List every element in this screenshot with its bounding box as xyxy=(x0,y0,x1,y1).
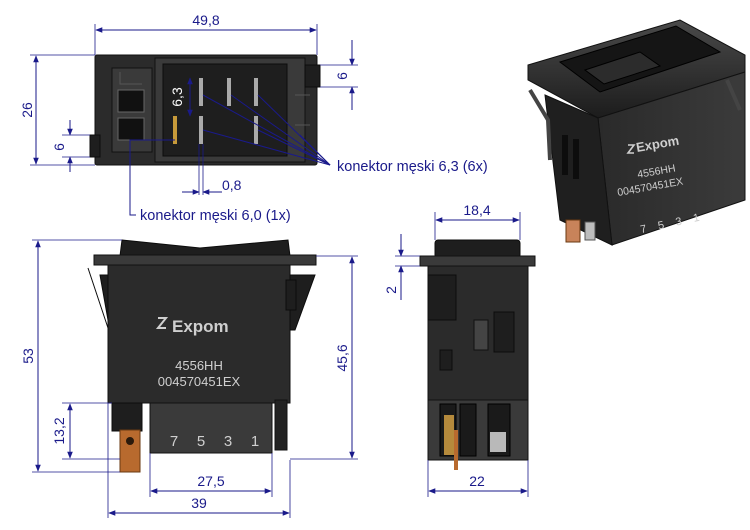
leader-small xyxy=(129,139,175,216)
photo-clip xyxy=(528,88,552,161)
photo-rocker-slot xyxy=(583,51,662,85)
label-connector-large: konektor męski 6,3 (6x) xyxy=(337,159,488,175)
photo-terminal-silver xyxy=(584,221,596,241)
front-rocker xyxy=(119,239,291,257)
front-small-block xyxy=(111,402,143,432)
side-view: 18,4 2 22 xyxy=(383,202,536,497)
side-window xyxy=(493,311,515,353)
top-view-slot-1 xyxy=(117,89,145,113)
front-terminal-copper xyxy=(119,429,141,473)
photo-terminal-num: 1 xyxy=(692,212,700,225)
pin xyxy=(227,78,231,106)
dim-front-body: 45,6 xyxy=(334,344,350,371)
product-photo: Expom 4556HH 004570451EX 7 5 3 1 xyxy=(527,19,746,246)
side-terminal-silver xyxy=(490,432,506,452)
dim-side-width: 18,4 xyxy=(463,202,490,218)
pin xyxy=(254,116,258,144)
pin-small xyxy=(173,116,177,144)
top-view-right-tab xyxy=(304,64,321,88)
dim-front-height: 53 xyxy=(20,348,36,364)
photo-terminal-num: 7 xyxy=(639,223,647,236)
pin xyxy=(254,78,258,106)
front-terminal-num: 3 xyxy=(224,433,232,450)
front-view: Expom 4556HH 004570451EX 7 5 3 1 53 13,2… xyxy=(20,239,358,518)
dim-top-width: 49,8 xyxy=(192,12,219,28)
dim-pin-thick: 0,8 xyxy=(222,177,242,193)
photo-vent xyxy=(562,135,568,175)
photo-brand: Expom xyxy=(635,133,680,155)
pin xyxy=(199,116,203,144)
dim-terminal: 13,2 xyxy=(51,417,67,444)
front-model: 4556HH xyxy=(175,358,223,373)
side-terminal-brass xyxy=(444,415,454,455)
front-terminal-num: 1 xyxy=(251,433,259,450)
pin xyxy=(199,78,203,106)
side-detail xyxy=(473,319,489,351)
front-right-notch xyxy=(285,279,297,311)
dim-pin-pitch: 6,3 xyxy=(169,87,185,107)
photo-terminal-copper xyxy=(565,219,581,243)
photo-expom-logo-icon xyxy=(626,144,636,154)
top-view-left-tab xyxy=(89,134,101,158)
front-side-rib xyxy=(274,399,288,451)
front-flange xyxy=(93,254,317,266)
top-view-inner xyxy=(162,63,288,157)
side-detail-2 xyxy=(439,349,453,371)
dim-top-height: 26 xyxy=(19,102,35,118)
side-slot xyxy=(459,403,477,457)
terminal-hole xyxy=(126,437,134,445)
dim-left-small: 6 xyxy=(51,143,67,151)
photo-clip-right xyxy=(725,79,742,111)
side-flange xyxy=(419,255,536,267)
top-view-detail xyxy=(295,94,310,126)
label-connector-small: konektor męski 6,0 (1x) xyxy=(140,208,291,224)
leaders-large xyxy=(202,94,331,166)
photo-vent xyxy=(573,139,579,179)
top-view: 49,8 26 6 6 6,3 0,8 xyxy=(19,12,488,224)
front-brand: Expom xyxy=(172,317,229,336)
top-view-slot-2 xyxy=(117,117,145,141)
photo-terminal-num: 3 xyxy=(675,216,683,229)
top-view-clip xyxy=(119,72,142,85)
front-terminal-num: 5 xyxy=(197,433,205,450)
dim-front-width: 39 xyxy=(191,495,207,511)
side-terminal-copper xyxy=(454,430,458,470)
front-code: 004570451EX xyxy=(158,374,241,389)
top-view-pins xyxy=(173,78,258,144)
front-terminal-block xyxy=(149,402,273,454)
photo-terminal-num: 5 xyxy=(657,219,665,232)
side-latch xyxy=(427,274,457,321)
side-rocker xyxy=(434,239,521,259)
dim-right: 6 xyxy=(334,72,350,80)
dim-flange: 2 xyxy=(383,286,399,294)
front-left-clip xyxy=(87,267,109,329)
front-expom-logo-icon xyxy=(155,317,169,329)
photo-terminal-numbers: 7 5 3 1 xyxy=(639,212,700,236)
dim-side-bottom: 22 xyxy=(469,473,485,489)
dim-inner-width: 27,5 xyxy=(197,473,224,489)
front-terminal-num: 7 xyxy=(170,433,178,450)
